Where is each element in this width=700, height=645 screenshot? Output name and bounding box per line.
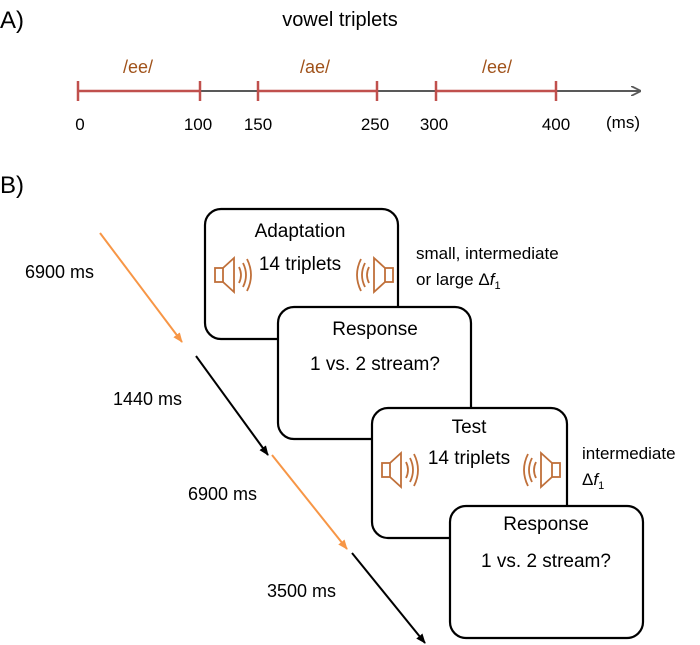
tick-label-150: 150 bbox=[244, 115, 272, 134]
test-note-line1: intermediate bbox=[582, 444, 676, 463]
response-2-title: Response bbox=[503, 514, 589, 535]
response-1-title: Response bbox=[332, 319, 418, 340]
arrow-response2-duration bbox=[351, 552, 426, 644]
response-2-question: 1 vs. 2 stream? bbox=[481, 551, 611, 572]
response-box-2: Response 1 vs. 2 stream? bbox=[448, 504, 645, 640]
response-1-question: 1 vs. 2 stream? bbox=[310, 354, 440, 375]
timeline-ticks bbox=[76, 81, 558, 101]
duration-adaptation: 6900 ms bbox=[25, 262, 94, 282]
adaptation-title: Adaptation bbox=[255, 221, 346, 242]
panel-a-title: vowel triplets bbox=[282, 9, 398, 31]
arrow-adaptation-duration bbox=[99, 232, 183, 343]
duration-test: 6900 ms bbox=[188, 484, 257, 504]
vowel-label-3: /ee/ bbox=[482, 57, 512, 77]
adaptation-note-line2: or large Δf1 bbox=[416, 270, 501, 292]
panel-a-label: A) bbox=[0, 7, 24, 34]
tick-label-300: 300 bbox=[420, 115, 448, 134]
vowel-label-1: /ee/ bbox=[123, 57, 153, 77]
arrow-test-duration bbox=[271, 454, 348, 550]
vowel-label-2: /ae/ bbox=[300, 57, 330, 77]
duration-response-1: 1440 ms bbox=[113, 389, 182, 409]
response-box-1: Response 1 vs. 2 stream? bbox=[276, 305, 473, 441]
tick-label-0: 0 bbox=[75, 115, 84, 134]
panel-b-label: B) bbox=[0, 172, 24, 199]
test-title: Test bbox=[452, 417, 488, 438]
duration-response-2: 3500 ms bbox=[267, 581, 336, 601]
arrow-response-duration bbox=[195, 355, 269, 456]
tick-label-400: 400 bbox=[542, 115, 570, 134]
adaptation-triplets: 14 triplets bbox=[259, 254, 341, 275]
tick-label-100: 100 bbox=[184, 115, 212, 134]
test-triplets: 14 triplets bbox=[428, 448, 510, 469]
unit-label: (ms) bbox=[606, 113, 640, 132]
tick-label-250: 250 bbox=[361, 115, 389, 134]
test-note-line2: Δf1 bbox=[582, 470, 604, 492]
adaptation-note-line1: small, intermediate bbox=[416, 244, 559, 263]
